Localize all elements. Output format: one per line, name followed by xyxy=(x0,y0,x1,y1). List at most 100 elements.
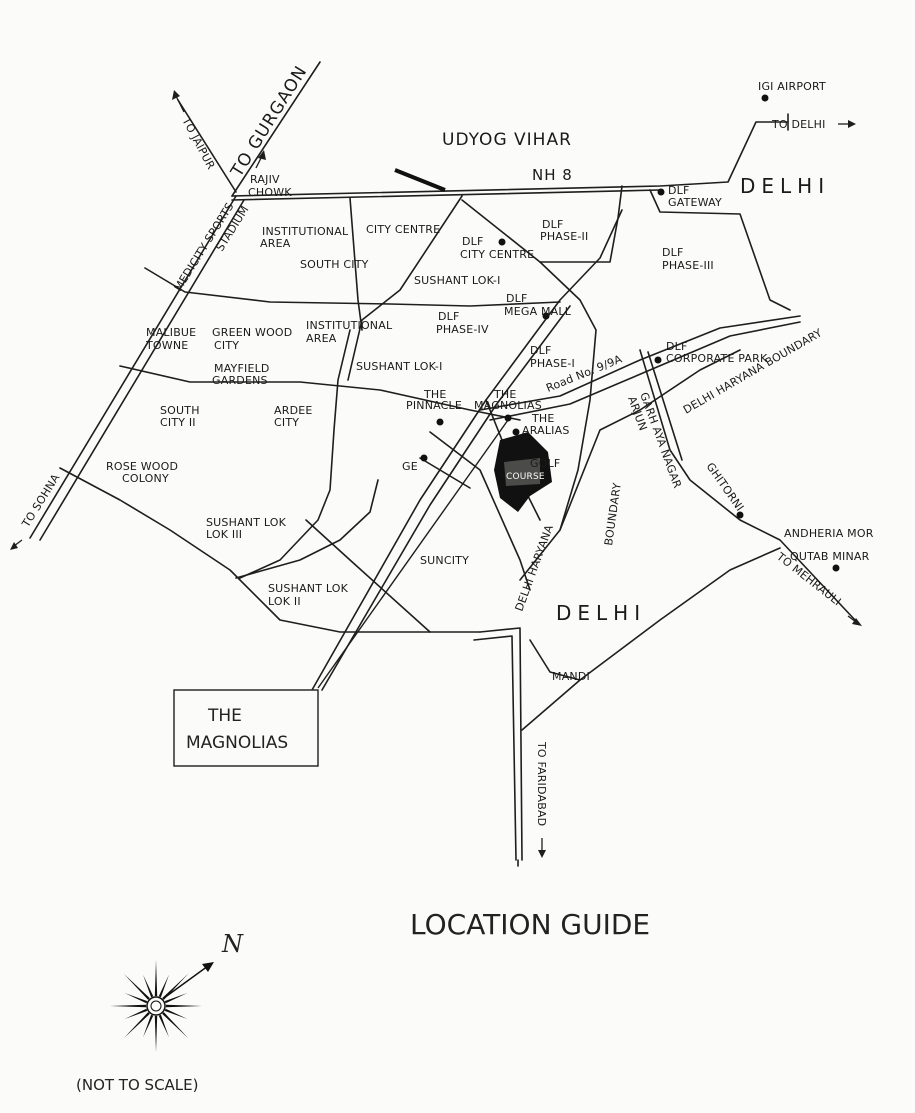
label-dlf-p1-2: PHASE-I xyxy=(530,357,575,370)
label-udyog-vihar: UDYOG VIHAR xyxy=(442,130,572,150)
label-dlf-gateway-2: GATEWAY xyxy=(668,196,722,209)
north-label: N xyxy=(221,930,244,958)
road-ardee xyxy=(239,329,351,579)
label-dlf-mega-2: MEGA MALL xyxy=(504,305,572,318)
compass-ray xyxy=(164,1008,188,1020)
label-ardee-2: CITY xyxy=(274,416,299,429)
compass-ray xyxy=(142,1014,154,1038)
compass-ray xyxy=(110,1004,147,1008)
dot-igi-airport xyxy=(761,94,769,102)
label-dlf-p4-1: DLF xyxy=(438,310,460,323)
label-andheria-mor: ANDHERIA MOR xyxy=(784,527,874,540)
label-to-faridabad: TO FARIDABAD xyxy=(535,741,548,826)
label-dlf-cc-2: CITY CENTRE xyxy=(460,248,534,261)
dot-the-pinnacle xyxy=(436,418,444,426)
road-mehrauli xyxy=(639,349,856,621)
compass-ray xyxy=(154,1015,158,1052)
label-sushant3-1: SUSHANT LOK xyxy=(206,516,287,529)
label-to-gurgaon: TO GURGAON xyxy=(227,62,312,181)
label-institutional-area-2: INSTITUTIONAL xyxy=(306,319,393,332)
label-dlf-gateway-1: DLF xyxy=(668,184,690,197)
road-sushant-lok xyxy=(347,195,463,381)
dot-dlf-mega-mall xyxy=(542,312,550,320)
label-to-delhi: TO DELHI xyxy=(771,118,826,131)
label-rosewood-2: COLONY xyxy=(122,472,169,485)
road-network xyxy=(29,61,856,867)
label-sushant2-2: LOK II xyxy=(268,595,301,608)
road-delhi-boundary xyxy=(559,349,741,531)
label-dhb-s-1: DELHI HARYANA xyxy=(513,523,556,613)
compass-rays xyxy=(110,960,202,1052)
label-malibu-2: TOWNE xyxy=(145,339,188,352)
callout-box: THE MAGNOLIAS xyxy=(173,689,319,767)
label-ardee-1: ARDEE xyxy=(274,404,313,417)
road-9-9a-edge xyxy=(489,321,801,421)
flyover-mark xyxy=(394,168,446,192)
label-suncity: SUNCITY xyxy=(420,554,469,567)
road-dlf-phase3 xyxy=(649,189,791,311)
jaipur-road xyxy=(177,99,237,193)
road-mehrauli-gurgaon xyxy=(144,267,561,307)
label-south-city: SOUTH CITY xyxy=(300,258,369,271)
label-magnolias-2: MAGNOLIAS xyxy=(474,399,542,412)
arrow-to-sohna xyxy=(10,539,23,550)
label-delhi-s: DELHI xyxy=(556,601,646,625)
label-south-city2-2: CITY II xyxy=(160,416,196,429)
label-dlf-p3-2: PHASE-III xyxy=(662,259,714,272)
faridabad-road-edge xyxy=(473,635,517,861)
road-sushant3 xyxy=(235,479,379,579)
label-mayfield-1: MAYFIELD xyxy=(214,362,270,375)
compass-ray xyxy=(158,1014,170,1038)
sohna-road xyxy=(29,195,237,539)
direction-arrows xyxy=(10,90,862,858)
label-dlf-mega-1: DLF xyxy=(506,292,528,305)
label-dhb-ne: DELHI HARYANA BOUNDARY xyxy=(681,326,824,416)
label-south-city2-1: SOUTH xyxy=(160,404,200,417)
label-dlf-p2-1: DLF xyxy=(542,218,564,231)
compass-ray xyxy=(123,1012,150,1039)
label-golf-2: COURSE xyxy=(506,472,545,482)
label-ge: GE xyxy=(402,460,418,473)
arrow-to-jaipur xyxy=(172,90,185,113)
road-dlf-phase2 xyxy=(539,185,623,263)
label-pinnacle-1: THE xyxy=(423,388,447,401)
road-south-city xyxy=(349,197,363,331)
faridabad-road xyxy=(479,627,523,861)
compass-ray xyxy=(142,974,154,998)
road-pinnacle-link xyxy=(429,431,531,591)
label-aralias-2: ARALIAS xyxy=(522,424,570,437)
callout-line-2: MAGNOLIAS xyxy=(186,733,288,753)
compass-ray xyxy=(123,973,150,1000)
label-rajiv: RAJIV xyxy=(250,173,280,186)
dot-dlf-gateway xyxy=(657,188,665,196)
road-dlf-cp xyxy=(647,351,683,461)
compass-ray xyxy=(158,974,170,998)
label-institutional-area-1b: AREA xyxy=(260,237,291,250)
label-dlf-cc-1: DLF xyxy=(462,235,484,248)
dot-the-magnolias xyxy=(504,414,512,422)
compass-ray xyxy=(124,992,148,1004)
label-dlf-corp-1: DLF xyxy=(666,340,688,353)
label-qutab-minar: QUTAB MINAR xyxy=(790,550,870,563)
label-aya-nagar: GARH AYA NAGAR xyxy=(637,391,684,491)
dot-dlf-corporate-park xyxy=(654,356,662,364)
road-golf-course-2 xyxy=(321,305,571,691)
label-dlf-p2-2: PHASE-II xyxy=(540,230,588,243)
arrow-to-mehrauli xyxy=(847,615,862,626)
compass-ray xyxy=(164,992,188,1004)
label-chowk: CHOWK xyxy=(248,186,292,199)
arrow-to-gurgaon xyxy=(255,150,266,169)
label-rosewood-1: ROSE WOOD xyxy=(106,460,178,473)
dot-the-aralias xyxy=(512,428,520,436)
label-dlf-p4-2: PHASE-IV xyxy=(436,323,489,336)
label-institutional-area-2b: AREA xyxy=(306,332,337,345)
dot-qutab-minar xyxy=(832,564,840,572)
nh8-road-edge xyxy=(231,189,661,201)
road-rosewood xyxy=(59,467,481,633)
label-sushant-lok-1a: SUSHANT LOK-I xyxy=(414,274,501,287)
compass-ray xyxy=(162,973,189,1000)
road-dlf-phase1 xyxy=(461,199,597,581)
nh8-road xyxy=(231,121,789,197)
golf-course-inner xyxy=(504,458,540,486)
dot-ge xyxy=(420,454,428,462)
